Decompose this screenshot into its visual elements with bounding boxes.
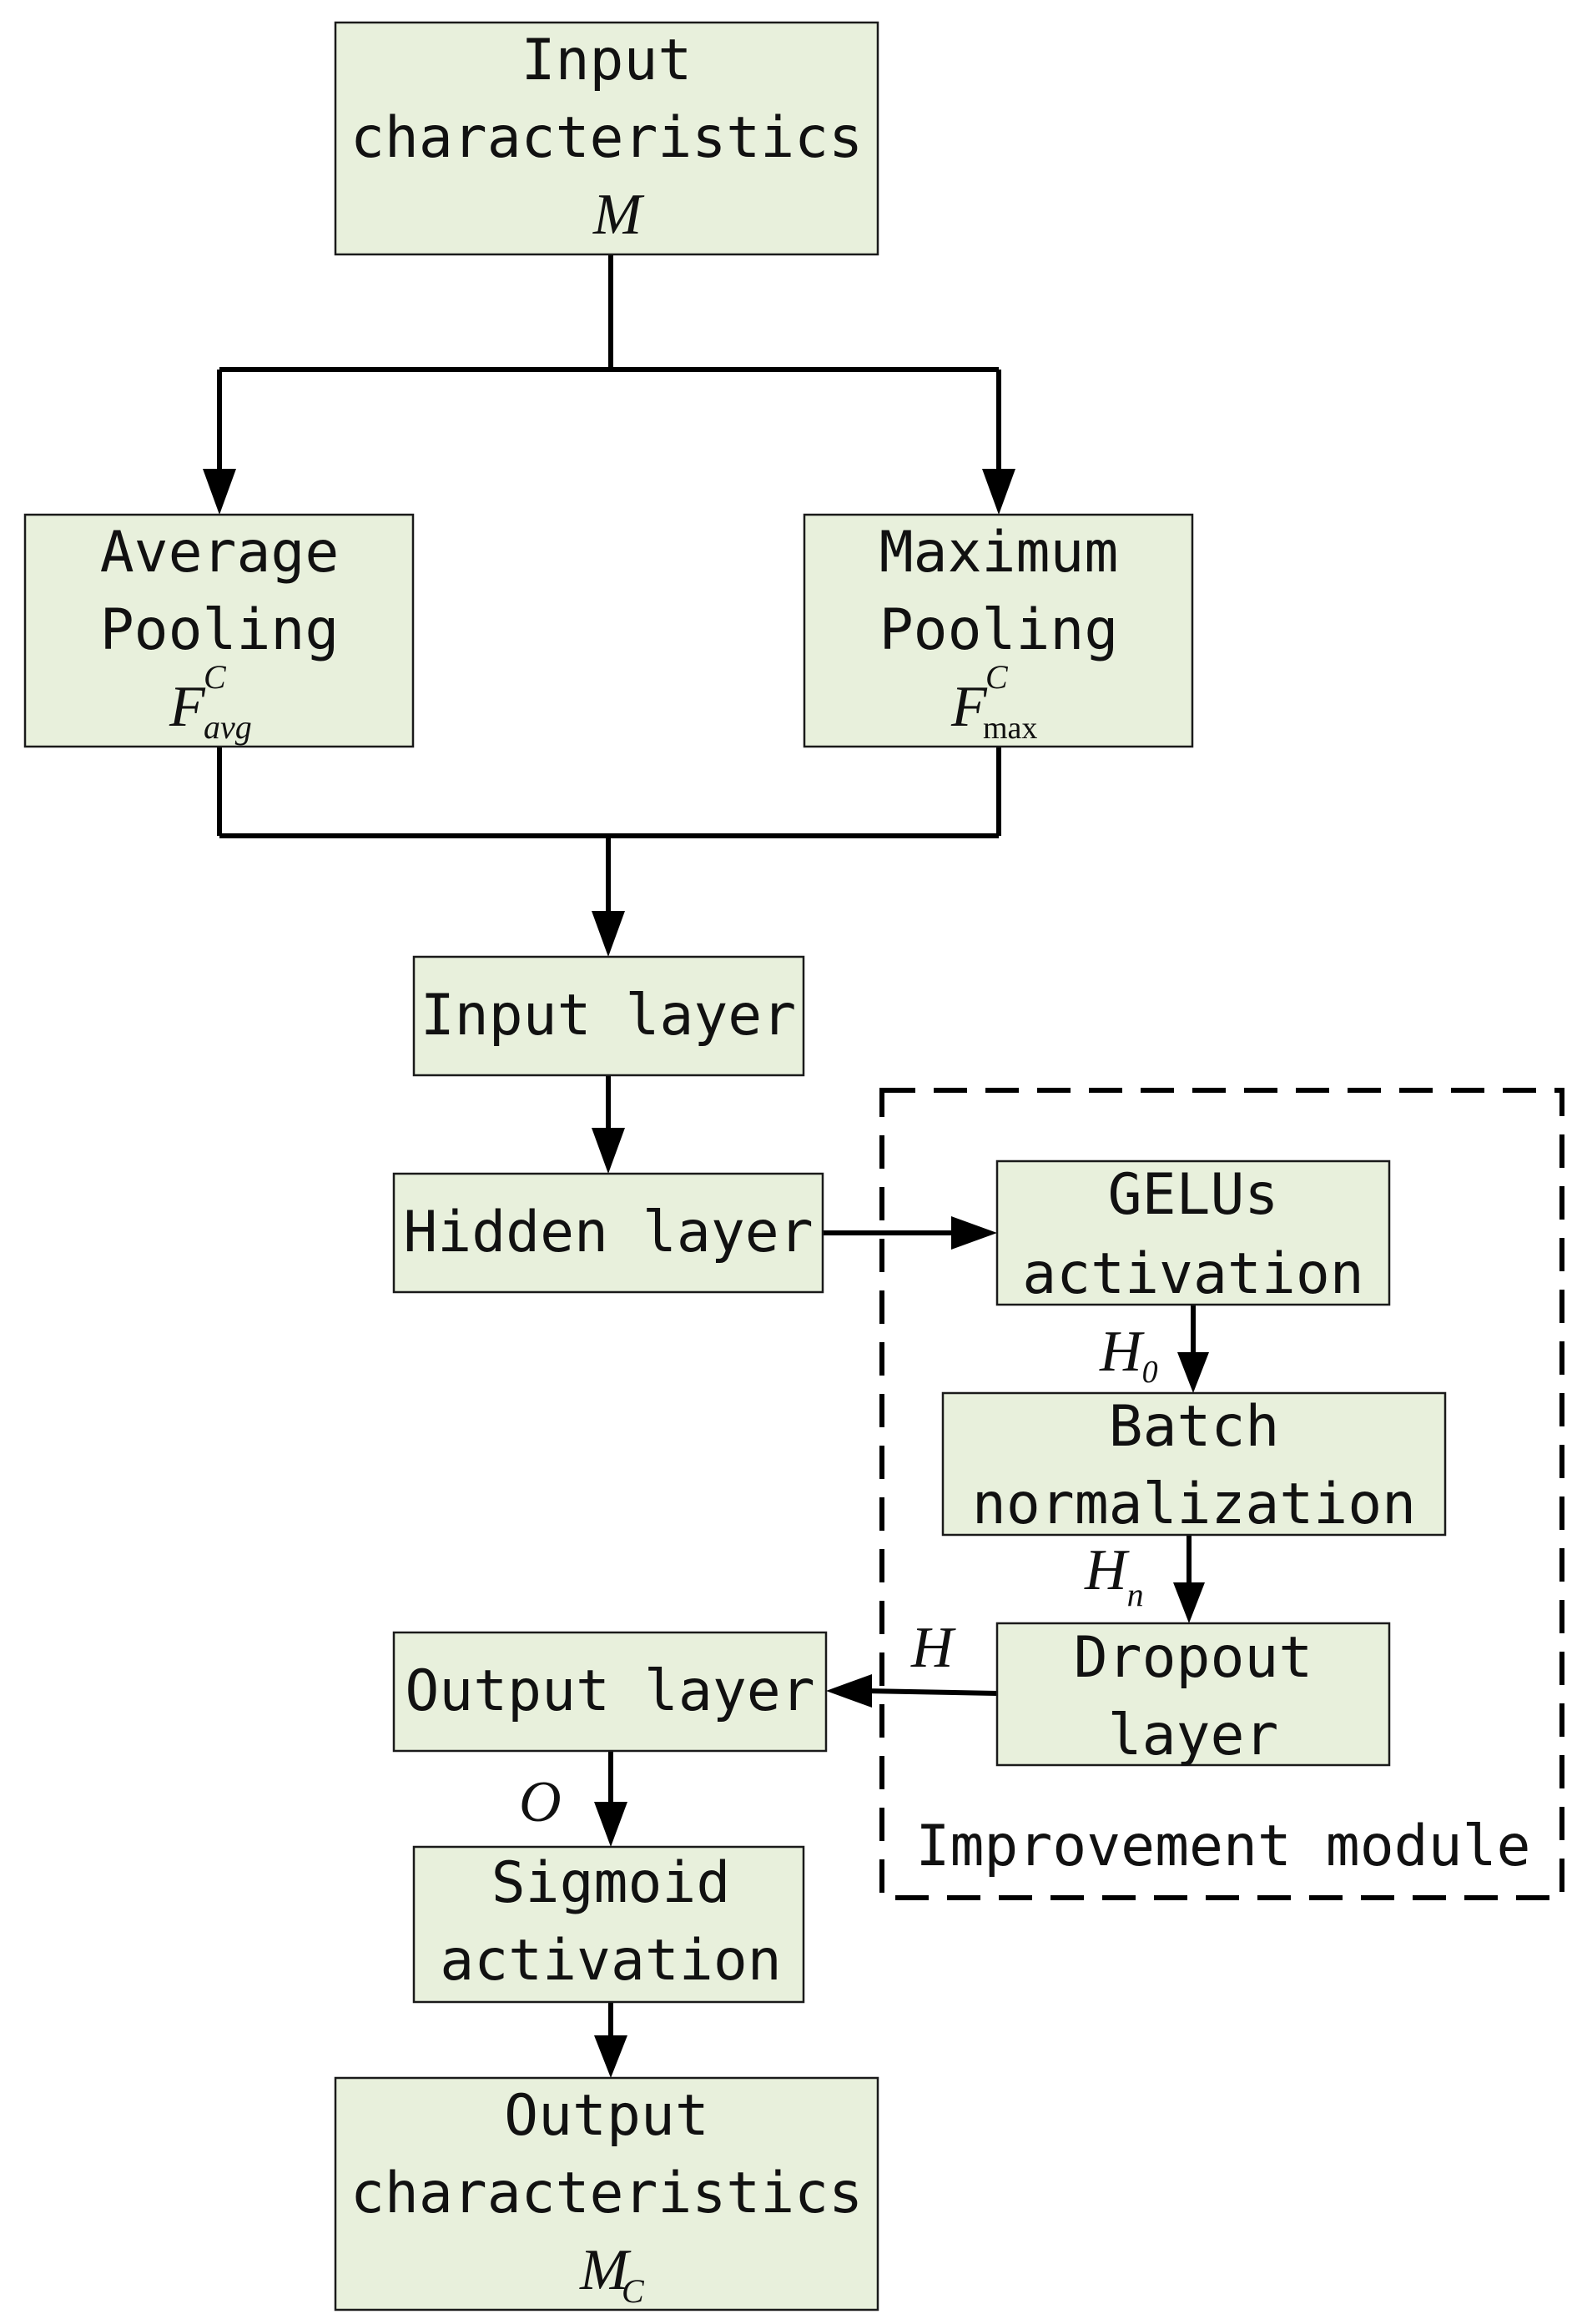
arrowhead (203, 469, 236, 515)
node-maximum-pooling: Maximum Pooling F C max (803, 513, 1194, 748)
node-dropout-layer: Dropout layer (995, 1622, 1391, 1768)
node-label: Hidden layer (403, 1200, 813, 1265)
arrowhead (826, 1674, 872, 1708)
node-gelus-activation: GELUs activation (995, 1159, 1391, 1307)
node-label: Pooling (879, 597, 1119, 663)
node-label: Sigmoid (491, 1850, 731, 1916)
edge-dropout-to-output (864, 1688, 998, 1696)
node-label: GELUs (1108, 1162, 1279, 1228)
node-subscript: avg (204, 708, 252, 746)
arrowhead (594, 2035, 627, 2078)
node-label: Pooling (100, 597, 340, 663)
node-input-characteristics: Input characteristics M (334, 21, 879, 256)
node-hidden-layer: Hidden layer (392, 1172, 824, 1294)
node-label: Average (100, 520, 340, 586)
node-symbol: F (950, 675, 988, 739)
improvement-module-frame (879, 1088, 1564, 1900)
node-output-characteristics: Output characteristics M C (334, 2076, 879, 2311)
edge-label-hn: Hn (1084, 1538, 1144, 1613)
node-label: Input (521, 28, 693, 93)
node-label: Maximum (879, 520, 1119, 586)
node-subscript: max (983, 711, 1037, 746)
improvement-module-label: Improvement module (916, 1813, 1531, 1879)
node-label: activation (1022, 1241, 1363, 1307)
node-label: characteristics (350, 105, 863, 171)
node-label: normalization (972, 1471, 1416, 1537)
node-superscript: C (204, 658, 227, 696)
arrowhead (594, 1802, 627, 1847)
node-symbol: M (592, 183, 645, 247)
edge-label-o: O (519, 1770, 562, 1834)
svg-text:Hn: Hn (1084, 1538, 1144, 1613)
h0-symbol: H (1099, 1320, 1145, 1384)
svg-text:H0: H0 (1099, 1320, 1158, 1390)
node-symbol: F (169, 675, 206, 739)
node-label: Output layer (405, 1658, 814, 1724)
connectors (203, 254, 1209, 2078)
node-superscript: C (985, 658, 1009, 696)
arrowhead (951, 1216, 997, 1250)
node-sigmoid-activation: Sigmoid activation (412, 1845, 805, 2004)
arrowhead (1177, 1352, 1209, 1393)
node-label: activation (440, 1928, 781, 1994)
node-input-layer: Input layer (412, 955, 805, 1077)
node-label: Batch (1109, 1394, 1280, 1460)
node-label: Input layer (421, 983, 796, 1049)
node-label: Output (504, 2083, 709, 2149)
arrowhead (592, 1128, 625, 1174)
hn-symbol: H (1084, 1538, 1130, 1602)
hn-subscript: n (1127, 1576, 1144, 1613)
edge-label-h0: H0 (1099, 1320, 1158, 1390)
node-output-layer: Output layer (392, 1631, 828, 1753)
node-label: characteristics (350, 2161, 863, 2226)
arrowhead (1173, 1582, 1205, 1623)
node-symbol: M (579, 2238, 632, 2302)
node-average-pooling: Average Pooling F C avg (23, 513, 415, 748)
node-label: layer (1108, 1703, 1279, 1768)
node-label: Dropout (1074, 1625, 1313, 1691)
arrowhead (592, 911, 625, 957)
edge-label-h: H (910, 1616, 956, 1680)
node-subscript: C (622, 2272, 645, 2310)
arrowhead (982, 469, 1015, 515)
node-batch-normalization: Batch normalization (941, 1391, 1447, 1537)
h0-subscript: 0 (1142, 1355, 1158, 1390)
